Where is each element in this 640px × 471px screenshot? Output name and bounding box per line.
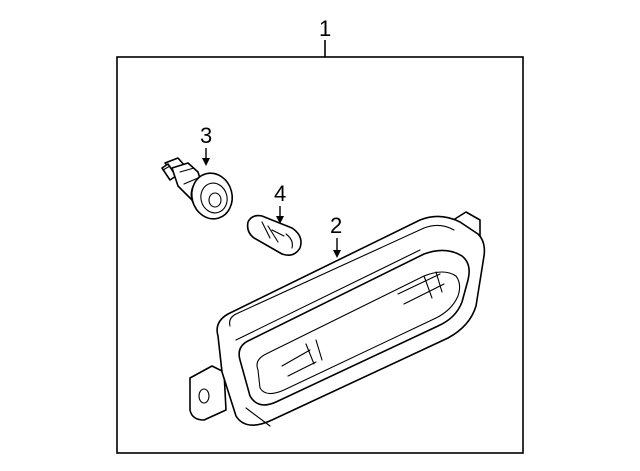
assembly-frame bbox=[116, 56, 524, 454]
part-3-socket bbox=[161, 157, 234, 220]
callout-4-arrow bbox=[276, 216, 284, 224]
callout-2-label: 2 bbox=[330, 213, 342, 238]
callout-4: 4 bbox=[274, 181, 286, 224]
callout-1: 1 bbox=[319, 16, 331, 57]
callout-2: 2 bbox=[330, 213, 342, 258]
callout-3-arrow bbox=[202, 158, 210, 166]
part-2-lamp-housing bbox=[189, 211, 486, 427]
callout-4-label: 4 bbox=[274, 181, 286, 206]
callout-3: 3 bbox=[200, 123, 212, 166]
part-4-bulb bbox=[246, 214, 302, 256]
callout-3-label: 3 bbox=[200, 123, 212, 148]
callout-1-label: 1 bbox=[319, 16, 331, 41]
callout-2-arrow bbox=[333, 250, 341, 258]
